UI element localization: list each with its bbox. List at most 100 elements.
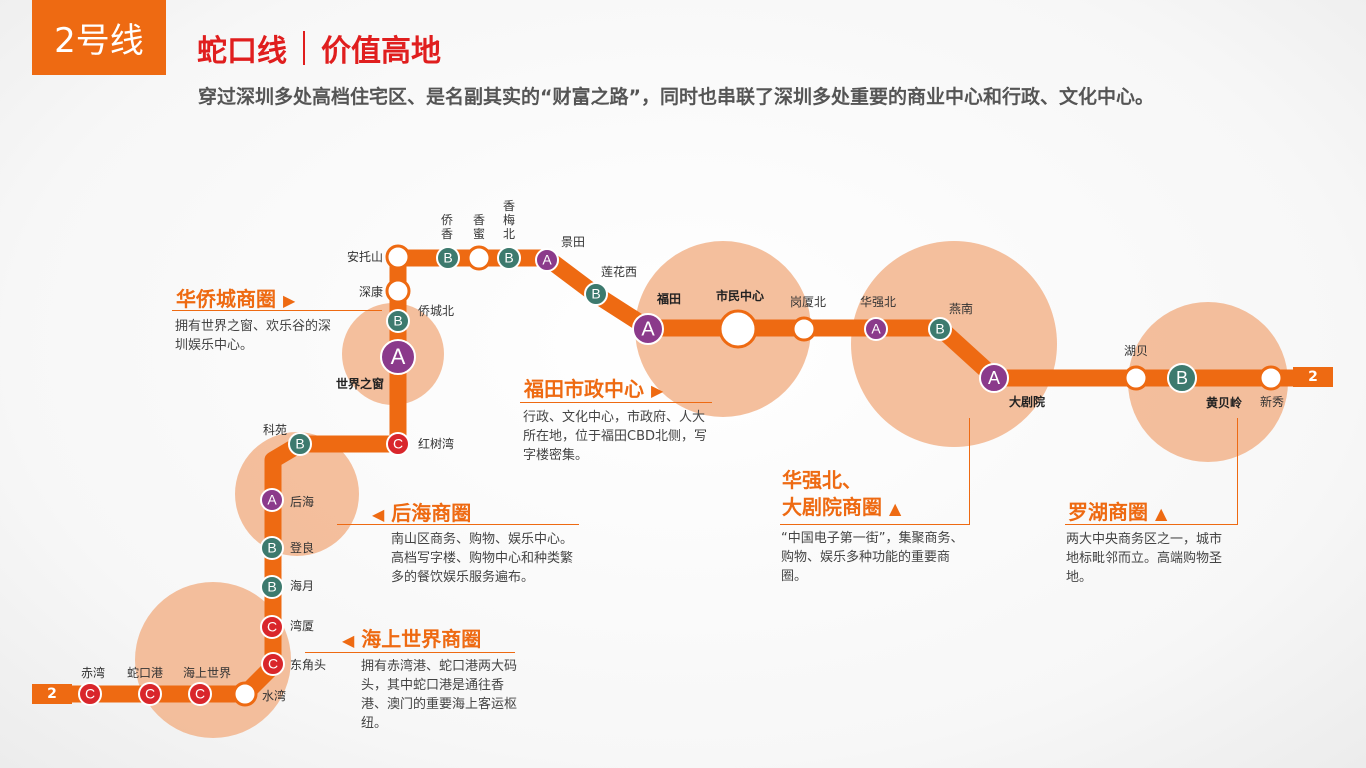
area-rule-futian bbox=[520, 402, 712, 403]
station-marker: B bbox=[386, 309, 410, 333]
district-circles bbox=[135, 241, 1288, 738]
triangle-up-icon: ▲ bbox=[888, 499, 902, 518]
station-marker bbox=[385, 278, 411, 304]
station-dot bbox=[232, 681, 258, 707]
station-grade: C bbox=[268, 656, 278, 672]
area-desc-huaqiangbei: “中国电子第一街”，集聚商务、购物、娱乐多种功能的重要商圈。 bbox=[781, 531, 964, 584]
station-grade: B bbox=[443, 250, 452, 266]
station-marker: C bbox=[78, 682, 102, 706]
station-grade: B bbox=[295, 436, 304, 452]
station-label: 侨城北 bbox=[418, 304, 454, 318]
station-grade: C bbox=[393, 436, 403, 452]
station-label-char: 梅 bbox=[503, 212, 515, 227]
station-label: 科苑 bbox=[263, 423, 287, 437]
station-dot bbox=[386, 309, 410, 333]
station-dot bbox=[385, 278, 411, 304]
station-label: 世界之窗 bbox=[336, 376, 384, 391]
station-grade: A bbox=[267, 492, 277, 508]
station-marker: B bbox=[584, 282, 608, 306]
station-label: 湖贝 bbox=[1124, 343, 1148, 358]
station-dot bbox=[260, 575, 284, 599]
station-marker bbox=[1258, 365, 1284, 391]
station-label: 红树湾 bbox=[418, 436, 454, 451]
area-title-haishang: ◀ 海上世界商圈 bbox=[342, 623, 481, 652]
station-dot bbox=[466, 245, 492, 271]
station-label: 大剧院 bbox=[1009, 394, 1045, 409]
station-marker: C bbox=[188, 682, 212, 706]
area-rule-houhai bbox=[337, 524, 579, 525]
station-grade: C bbox=[85, 686, 95, 702]
area-title-huaqiangbei: 华强北、 大剧院商圈 ▲ bbox=[782, 467, 901, 522]
page-title: 蛇口线 价值高地 bbox=[197, 28, 441, 69]
station-label-char: 香 bbox=[503, 199, 515, 213]
area-title-huaqiaocheng: 华侨城商圈 ▶ bbox=[176, 283, 295, 312]
station-marker: B bbox=[260, 575, 284, 599]
station-label: 岗厦北 bbox=[790, 295, 826, 309]
station-label: 深康 bbox=[359, 284, 383, 299]
station-dot bbox=[188, 682, 212, 706]
station-dot bbox=[979, 363, 1009, 393]
station-marker bbox=[232, 681, 258, 707]
station-grade: A bbox=[988, 368, 1000, 388]
area-title-luohu-text: 罗湖商圈 bbox=[1068, 500, 1148, 524]
station-marker: B bbox=[497, 246, 521, 270]
station-grade: B bbox=[504, 250, 513, 266]
station-grade: A bbox=[641, 318, 655, 340]
station-grade: B bbox=[393, 313, 402, 329]
line-number-badge: 2号线 bbox=[32, 0, 166, 75]
station-label: 燕南 bbox=[949, 301, 973, 316]
station-dot bbox=[260, 536, 284, 560]
area-title-haishang-text: 海上世界商圈 bbox=[361, 627, 482, 651]
station-grade: A bbox=[871, 321, 881, 337]
station-label: 海月 bbox=[290, 578, 314, 593]
station-label-char: 香 bbox=[473, 213, 485, 227]
station-dot bbox=[288, 432, 312, 456]
station-dot bbox=[380, 339, 416, 375]
station-label: 登良 bbox=[290, 540, 314, 555]
station-grade: B bbox=[267, 579, 276, 595]
station-label: 湾厦 bbox=[290, 618, 314, 633]
station-dot bbox=[632, 313, 664, 345]
station-label: 赤湾 bbox=[81, 665, 105, 680]
station-marker bbox=[791, 316, 817, 342]
area-desc-houhai: 南山区商务、购物、娱乐中心。高档写字楼、购物中心和种类繁多的餐饮娱乐服务遍布。 bbox=[391, 532, 574, 585]
triangle-left-icon: ◀ bbox=[372, 505, 385, 524]
station-grade: B bbox=[267, 540, 276, 556]
area-rule-huaqiangbei bbox=[780, 524, 970, 525]
station-label: 水湾 bbox=[262, 688, 286, 703]
station-marker bbox=[718, 309, 758, 349]
station-marker: C bbox=[261, 652, 285, 676]
line-end-tag-right: 2 bbox=[1293, 367, 1333, 387]
station-dot bbox=[436, 246, 460, 270]
station-label: 东角头 bbox=[290, 658, 326, 672]
station-marker bbox=[1123, 365, 1149, 391]
title-left: 蛇口线 bbox=[197, 34, 287, 69]
area-title-huaqiangbei-line2: 大剧院商圈 bbox=[782, 495, 882, 519]
area-leader-luohu bbox=[1237, 418, 1238, 524]
station-dot bbox=[928, 317, 952, 341]
area-rule-huaqiaocheng bbox=[172, 310, 382, 311]
station-marker: C bbox=[138, 682, 162, 706]
area-desc-futian: 行政、文化中心，市政府、人大所在地，位于福田CBD北侧，写字楼密集。 bbox=[523, 410, 708, 463]
triangle-right-icon: ▶ bbox=[282, 291, 296, 310]
station-marker: C bbox=[260, 615, 284, 639]
station-marker: A bbox=[535, 248, 559, 272]
title-right: 价值高地 bbox=[321, 34, 441, 69]
station-dot bbox=[386, 432, 410, 456]
station-dot bbox=[584, 282, 608, 306]
station-label: 海上世界 bbox=[183, 665, 231, 680]
station-marker: B bbox=[1167, 363, 1197, 393]
station-dot bbox=[497, 246, 521, 270]
station-grade: B bbox=[935, 321, 944, 337]
area-leader-huaqiangbei bbox=[969, 418, 970, 524]
station-label: 莲花西 bbox=[601, 264, 637, 279]
station-label: 新秀 bbox=[1260, 394, 1284, 409]
station-dot bbox=[138, 682, 162, 706]
station-marker: B bbox=[928, 317, 952, 341]
station-label: 黄贝岭 bbox=[1206, 395, 1242, 410]
station-dot bbox=[864, 317, 888, 341]
station-marker: A bbox=[864, 317, 888, 341]
station-dot bbox=[1167, 363, 1197, 393]
triangle-right-icon: ▶ bbox=[650, 381, 664, 400]
